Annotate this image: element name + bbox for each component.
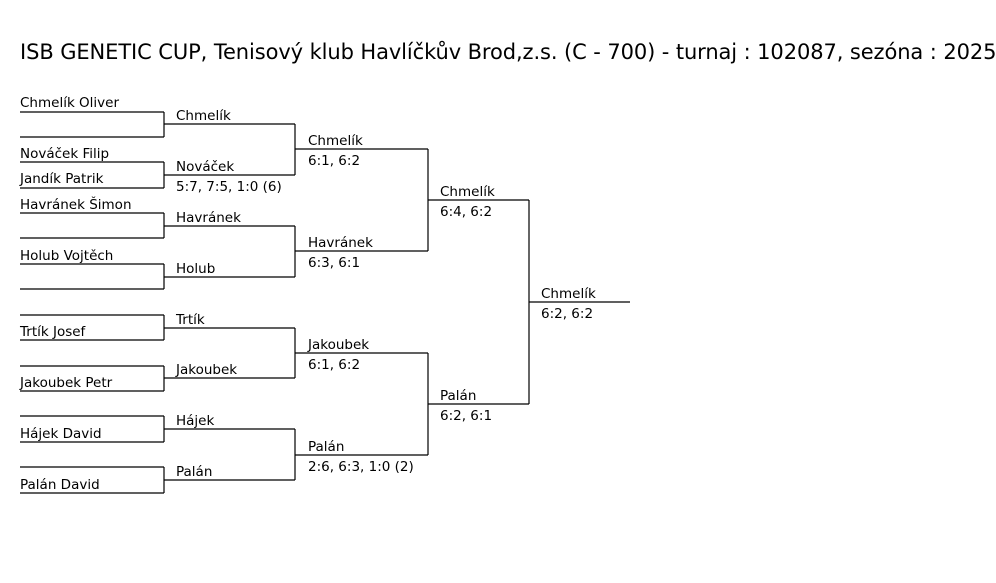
round2-winner: Nováček — [176, 159, 235, 175]
player-name: Jandík Patrik — [20, 171, 104, 187]
round4-score: 6:4, 6:2 — [440, 204, 493, 220]
round2-winner: Trtík — [176, 312, 205, 328]
page-title: ISB GENETIC CUP, Tenisový klub Havlíčkův… — [20, 40, 996, 64]
player-name: Nováček Filip — [20, 146, 110, 162]
round2-score: 5:7, 7:5, 1:0 (6) — [176, 179, 282, 195]
champion-name: Chmelík — [541, 286, 596, 302]
player-name: Holub Vojtěch — [20, 248, 114, 264]
round3-winner: Chmelík — [308, 133, 363, 149]
round4-winner: Chmelík — [440, 184, 495, 200]
round2-winner: Havránek — [176, 210, 241, 226]
player-name: Hájek David — [20, 426, 102, 442]
player-name: Havránek Šimon — [20, 197, 132, 213]
round4-score: 6:2, 6:1 — [440, 408, 493, 424]
round2-winner: Holub — [176, 261, 216, 277]
round4-winner: Palán — [440, 388, 477, 404]
player-name: Trtík Josef — [20, 324, 86, 340]
champion-score: 6:2, 6:2 — [541, 306, 594, 322]
round3-winner: Havránek — [308, 235, 373, 251]
round3-winner: Palán — [308, 439, 345, 455]
player-name: Chmelík Oliver — [20, 95, 120, 111]
round3-winner: Jakoubek — [308, 337, 370, 353]
round2-winner: Palán — [176, 464, 213, 480]
round2-winner: Hájek — [176, 413, 215, 429]
round3-score: 6:1, 6:2 — [308, 357, 361, 373]
round2-winner: Jakoubek — [176, 362, 238, 378]
player-name: Palán David — [20, 477, 100, 493]
round3-score: 6:3, 6:1 — [308, 255, 361, 271]
player-name: Jakoubek Petr — [20, 375, 113, 391]
round3-score: 6:1, 6:2 — [308, 153, 361, 169]
round2-winner: Chmelík — [176, 108, 231, 124]
round3-score: 2:6, 6:3, 1:0 (2) — [308, 459, 414, 475]
